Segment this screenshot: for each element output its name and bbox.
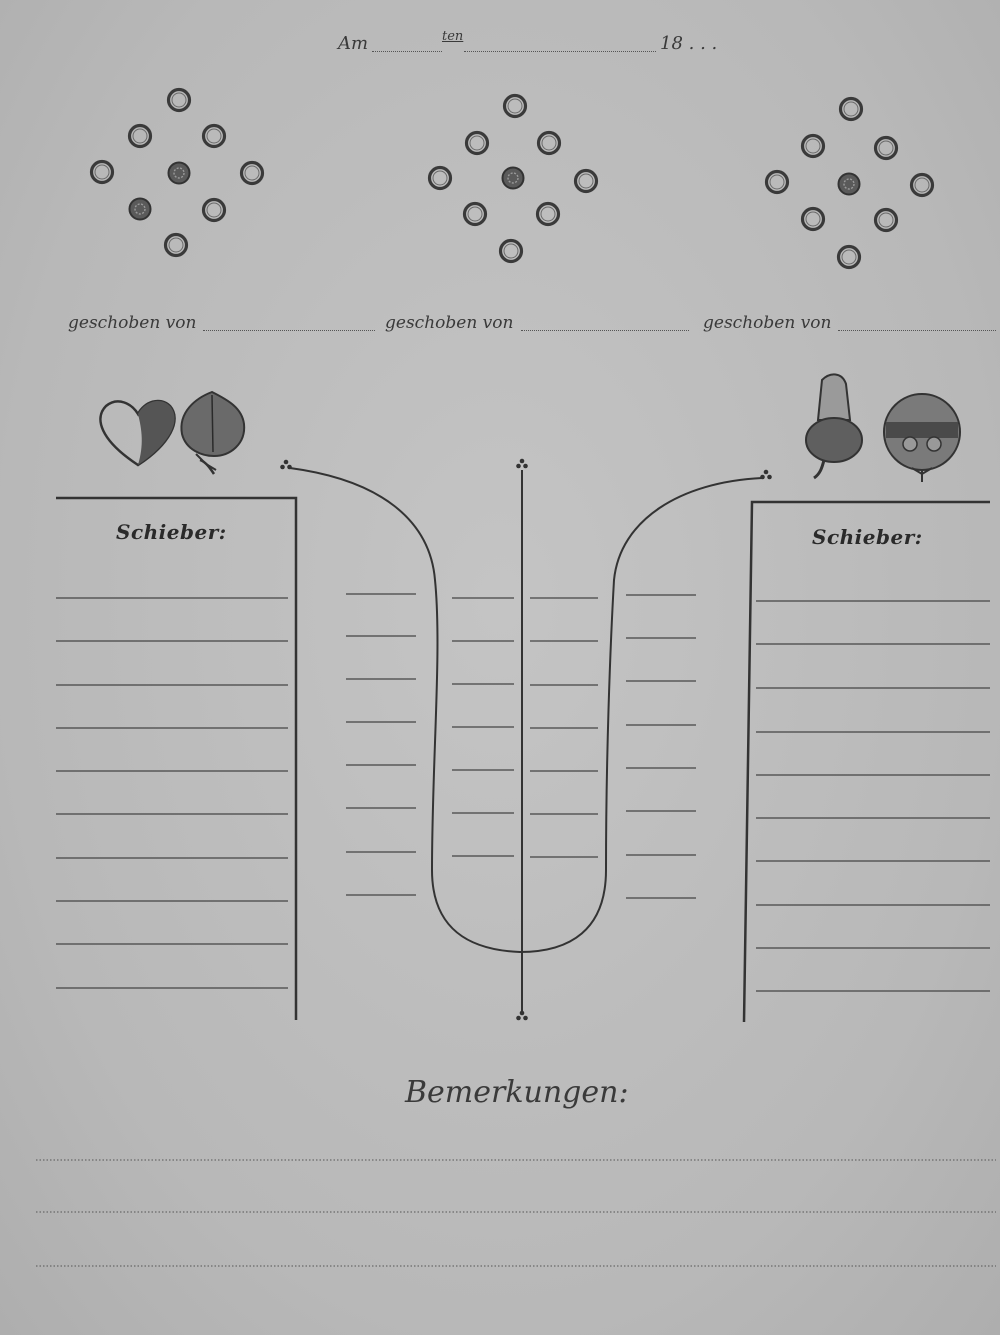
right-score-column xyxy=(742,500,990,1023)
ring-pattern-right xyxy=(764,96,935,270)
remarks-lines xyxy=(36,1159,996,1267)
axis-bottom-icon xyxy=(516,1010,528,1021)
pushed-by-label-1: geschoben von xyxy=(68,313,197,333)
right-column-title: Schieber: xyxy=(812,525,923,549)
date-day-field[interactable] xyxy=(372,51,442,52)
left-column-title: Schieber: xyxy=(116,520,227,544)
pushed-by-1: geschoben von xyxy=(68,313,196,333)
axis-top-icon xyxy=(516,458,528,469)
center-axis xyxy=(516,458,528,1021)
pushed-by-field-2[interactable] xyxy=(521,330,689,331)
track-curve xyxy=(280,459,772,954)
pushed-by-label-2: geschoben von xyxy=(385,313,514,333)
pushed-by-label-3: geschoben von xyxy=(703,313,832,333)
pushed-by-field-1[interactable] xyxy=(203,330,375,331)
ring-pattern-middle xyxy=(427,93,599,264)
bell-icon xyxy=(883,393,961,482)
acorn-icon xyxy=(805,373,863,480)
date-year-label: 18 . . . xyxy=(660,33,718,54)
left-score-column xyxy=(56,496,298,1020)
date-am-label: Am xyxy=(338,33,369,54)
date-ten-label: ten xyxy=(442,29,464,44)
center-tally-lines xyxy=(346,593,696,899)
ring-pattern-left xyxy=(89,87,265,258)
leaf-icon xyxy=(180,390,246,475)
pushed-by-field-3[interactable] xyxy=(838,330,996,331)
date-line: Am ten 18 . . . xyxy=(338,29,738,57)
date-month-field[interactable] xyxy=(464,51,656,52)
track-end-right-icon xyxy=(760,469,772,480)
track-end-left-icon xyxy=(280,459,292,470)
pushed-by-3: geschoben von xyxy=(703,313,831,333)
heart-icon xyxy=(99,399,176,467)
pushed-by-2: geschoben von xyxy=(385,313,513,333)
remarks-title: Bemerkungen: xyxy=(405,1075,629,1110)
